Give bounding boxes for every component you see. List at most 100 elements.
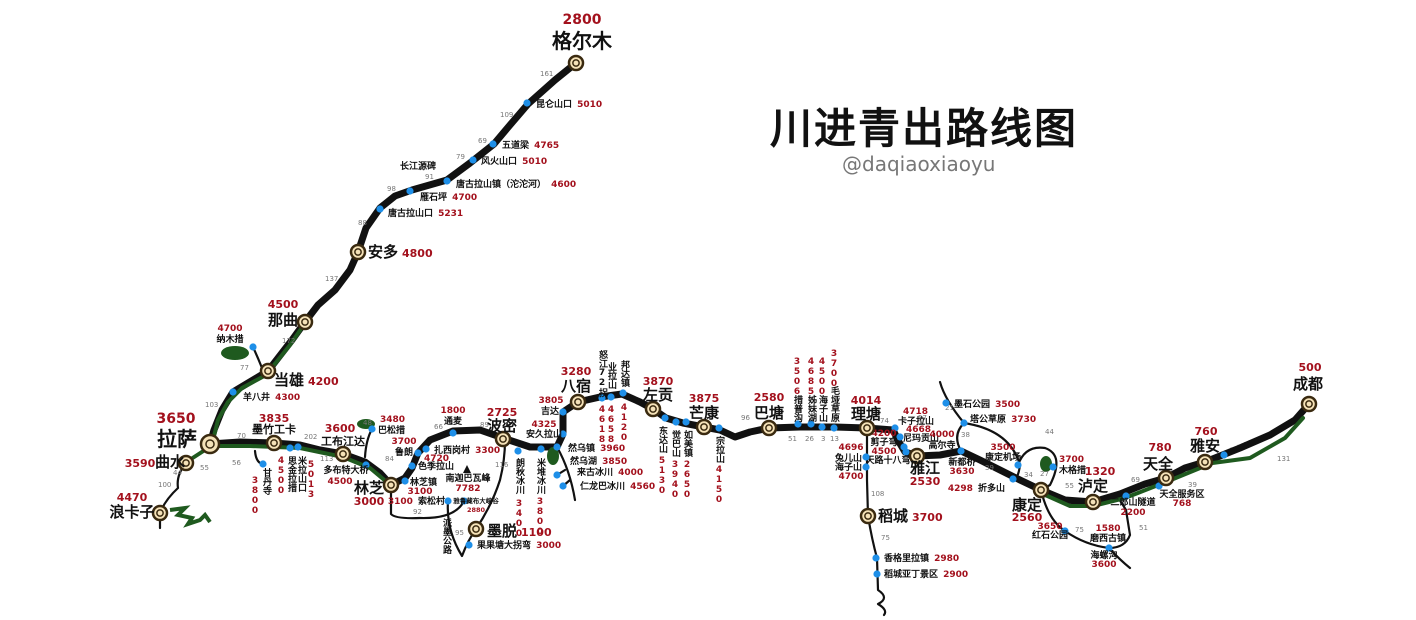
city-marker-icon[interactable] [859,507,877,525]
city-marker-icon[interactable] [567,54,585,72]
stop-dot[interactable] [294,443,302,451]
stop-dot[interactable] [818,423,826,431]
city-marker-icon[interactable] [760,419,778,437]
stop[interactable]: 然乌镇 3960 [553,436,625,455]
stop[interactable]: 稻城亚丁景区 2900 [873,562,968,581]
stop-dot[interactable] [444,497,452,505]
stop[interactable]: 派墨公路 [441,518,452,555]
city-marker-icon[interactable] [296,313,314,331]
city-marker-icon[interactable] [151,504,169,522]
stop-dot[interactable] [715,424,723,432]
stop-dot[interactable] [376,205,384,213]
stop-dot[interactable] [229,388,237,396]
stop-dot[interactable] [862,463,870,471]
city-marker-icon[interactable] [1300,395,1318,413]
city-marker-icon[interactable] [259,362,277,380]
stop-dot[interactable] [873,570,881,578]
stop-dot[interactable] [891,424,899,432]
stop-dot[interactable] [1122,492,1130,500]
stop-dot[interactable] [408,462,416,470]
city-marker-icon[interactable] [199,433,221,455]
stop-dot[interactable] [368,425,376,433]
stop[interactable]: 昆仑山口 5010 [523,92,602,111]
stop[interactable]: 长江源碑 [400,160,436,172]
city-marker-icon[interactable] [382,476,400,494]
stop-dot[interactable] [362,461,370,469]
stop[interactable]: 墨石公园 3500 [942,392,1020,411]
stop-dot[interactable] [607,393,615,401]
stop-dot[interactable] [672,418,680,426]
stop-dot[interactable] [862,453,870,461]
city-marker-icon[interactable] [908,447,926,465]
city-marker-icon[interactable] [695,418,713,436]
city-marker-icon[interactable] [467,520,485,538]
stop-dot[interactable] [896,433,904,441]
stop-dot[interactable] [414,449,422,457]
stop-dot[interactable] [902,448,910,456]
city-marker-icon[interactable] [334,445,352,463]
stop-dot[interactable] [523,99,531,107]
stop[interactable]: 羊八井 4300 [229,385,300,404]
stop-dot[interactable] [1014,461,1022,469]
stop-dot[interactable] [559,430,567,438]
stop-dot[interactable] [661,414,669,422]
city-marker-icon[interactable] [858,419,876,437]
stop[interactable]: 仁龙巴冰川 4560 [559,474,655,493]
stop[interactable]: 塔公草原 3730 [960,407,1036,427]
stop-dot[interactable] [1049,463,1057,471]
stop-dot[interactable] [422,445,430,453]
city-marker-icon[interactable] [1157,469,1175,487]
city-marker-icon[interactable] [569,393,587,411]
stop-dot[interactable] [489,140,497,148]
stop[interactable]: 扎西岗村 3300 [422,438,500,457]
city-marker-icon[interactable] [644,400,662,418]
stop-dot[interactable] [830,424,838,432]
stop-dot[interactable] [469,156,477,164]
stop-dot[interactable] [460,497,468,505]
stop-dot[interactable] [872,554,880,562]
stop[interactable]: 五道梁 4765 [489,133,559,152]
